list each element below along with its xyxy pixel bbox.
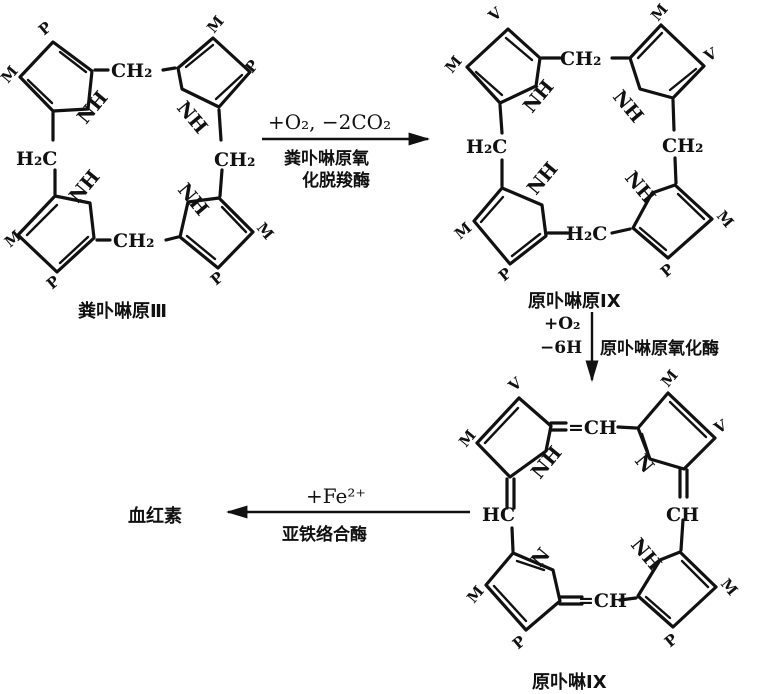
bridge-ch2: CH₂ [560, 48, 601, 70]
bridge-ch2: CH₂ [113, 230, 154, 252]
compound-name-heme: 血红素 [128, 506, 182, 527]
pyrrole-ring [631, 183, 714, 260]
substituent-v: V [504, 374, 526, 396]
substituent-p: P [657, 260, 677, 281]
bridge-h2c: H₂C [466, 136, 507, 158]
pyrrole-ring [636, 550, 718, 629]
substituent-p: P [35, 18, 55, 39]
substituent-m: M [253, 219, 277, 243]
substituent-p: P [43, 272, 63, 293]
substituent-m: M [657, 366, 681, 390]
substituent-m: M [0, 62, 22, 86]
nh-group: NH [523, 158, 563, 199]
protoporphyrinogen-structure: CH₂ CH₂ H₂C H₂C NH NH NH NH V M M V M P … [441, 0, 737, 285]
nh-group: NH [608, 86, 648, 127]
pyrrole-ring [176, 36, 252, 109]
substituent-p: P [661, 630, 681, 651]
nh-group: NH [626, 534, 666, 575]
substituent-m: M [451, 219, 475, 243]
substituent-m: M [463, 582, 487, 606]
bridge-h2c: H₂C [566, 223, 607, 245]
reagent-step2-line1: +O₂ [544, 314, 581, 334]
pyrrole-ring [472, 186, 548, 266]
substituent-m: M [647, 0, 671, 24]
reagent-step2-line2: −6H [540, 338, 583, 358]
pyrrole-ring [465, 27, 542, 105]
bridge-ch: CH [666, 504, 699, 526]
substituent-m: M [441, 52, 465, 76]
nh-group: NH [519, 76, 559, 117]
pyrrole-ring [475, 396, 553, 479]
enzyme-step1-line1: 粪卟啉原氧 [284, 149, 369, 169]
substituent-p: P [241, 56, 262, 76]
reagent-step3: +Fe²⁺ [306, 484, 366, 508]
pyrrole-ring [16, 194, 96, 274]
nh-group: NH [527, 442, 567, 483]
n-atom: N [527, 544, 555, 571]
substituent-m: M [203, 12, 227, 36]
substituent-p: P [509, 632, 529, 653]
substituent-p: P [495, 264, 515, 285]
substituent-p: P [207, 268, 227, 289]
bridge-ch: =CH [578, 590, 627, 612]
compound-name-protoporphyrin: 原卟啉IX [532, 672, 607, 693]
pyrrole-ring [636, 391, 717, 471]
pyrrole-ring [178, 196, 255, 270]
substituent-m: M [717, 575, 741, 599]
nh-group: NH [620, 167, 660, 208]
nh-group: NH [73, 87, 113, 128]
reagent-step1: +O₂, −2CO₂ [268, 110, 392, 134]
bridge-ch: =CH [568, 417, 617, 439]
enzyme-step3: 亚铁络合酶 [282, 525, 367, 545]
bridge-h2c: H₂C [16, 148, 57, 170]
nh-group: NH [172, 97, 212, 138]
nh-group: NH [65, 166, 105, 207]
n-atom: N [630, 450, 658, 477]
substituent-v: V [484, 4, 506, 26]
bridge-ch2: CH₂ [111, 60, 152, 82]
substituent-v: V [700, 44, 720, 66]
enzyme-step2: 原卟啉原氧化酶 [600, 339, 719, 359]
bridge-hc: HC [482, 504, 515, 526]
nh-group: NH [173, 179, 213, 220]
bridge-ch2: CH₂ [662, 135, 703, 157]
bridge-ch2: CH₂ [214, 149, 255, 171]
pyrrole-ring [484, 551, 562, 632]
compound-name-coproporphyrinogen: 粪卟啉原Ⅲ [78, 301, 168, 322]
substituent-m: M [455, 426, 479, 450]
protoporphyrin-structure: =CH CH =CH HC NH N N NH V M M V M P M P [455, 366, 741, 653]
enzyme-step1-line2: 化脱羧酶 [302, 171, 370, 191]
pyrrole-ring [628, 23, 706, 100]
compound-name-protoporphyrinogen: 原卟啉原IX [528, 291, 621, 312]
substituent-m: M [713, 207, 737, 231]
coproporphyrinogen-structure: CH₂ CH₂ CH₂ H₂C NH NH NH NH P M M P M P … [0, 12, 277, 293]
pyrrole-ring [18, 40, 94, 113]
